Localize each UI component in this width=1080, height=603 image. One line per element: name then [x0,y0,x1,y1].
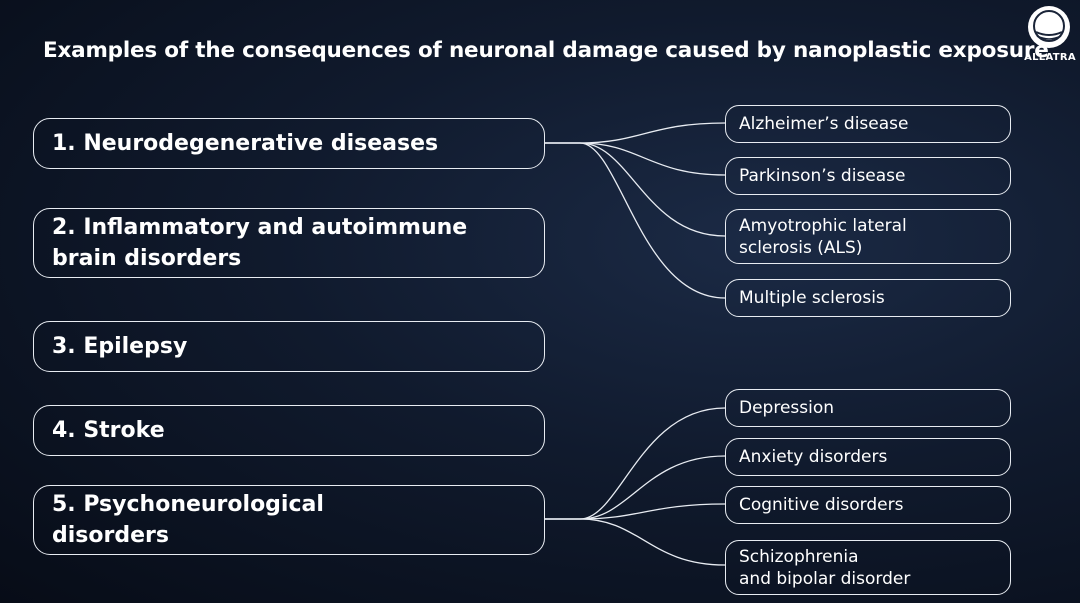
connector-line [545,503,726,520]
allatra-logo: ALLATRA [1020,2,1080,66]
page-title: Examples of the consequences of neuronal… [43,38,1049,63]
example-cognitive: Cognitive disorders [725,486,1011,524]
category-label: 3. Epilepsy [52,334,188,359]
category-label: 4. Stroke [52,418,165,443]
connector-line [545,122,726,144]
example-label: Multiple sclerosis [739,288,885,308]
category-psychoneurological: 5. Psychoneurological disorders [33,485,545,555]
example-label: Alzheimer’s disease [739,114,909,134]
example-label: Depression [739,398,835,418]
example-label: Anxiety disorders [739,447,888,467]
example-depression: Depression [725,389,1011,427]
example-label: Amyotrophic lateral sclerosis (ALS) [739,215,907,258]
connector-line [545,142,726,299]
category-label: 5. Psychoneurological disorders [52,492,324,548]
logo-text: ALLATRA [1024,52,1076,63]
category-label: 2. Inflammatory and autoimmune brain dis… [52,215,468,271]
example-label: Parkinson’s disease [739,166,906,186]
connector-line [545,142,726,237]
connector-line [545,518,726,566]
example-multiple-sclerosis: Multiple sclerosis [725,279,1011,317]
example-als: Amyotrophic lateral sclerosis (ALS) [725,209,1011,264]
connector-line [545,455,726,520]
example-parkinsons: Parkinson’s disease [725,157,1011,195]
allatra-logo-icon [1028,6,1070,48]
connector-line [545,142,726,176]
example-alzheimers: Alzheimer’s disease [725,105,1011,143]
category-epilepsy: 3. Epilepsy [33,321,545,372]
category-inflammatory-autoimmune: 2. Inflammatory and autoimmune brain dis… [33,208,545,278]
example-label: Schizophrenia and bipolar disorder [739,546,911,589]
example-schizophrenia-bipolar: Schizophrenia and bipolar disorder [725,540,1011,595]
category-stroke: 4. Stroke [33,405,545,456]
category-neurodegenerative: 1. Neurodegenerative diseases [33,118,545,169]
connector-line [545,407,726,520]
example-anxiety: Anxiety disorders [725,438,1011,476]
category-label: 1. Neurodegenerative diseases [52,131,439,156]
example-label: Cognitive disorders [739,495,904,515]
